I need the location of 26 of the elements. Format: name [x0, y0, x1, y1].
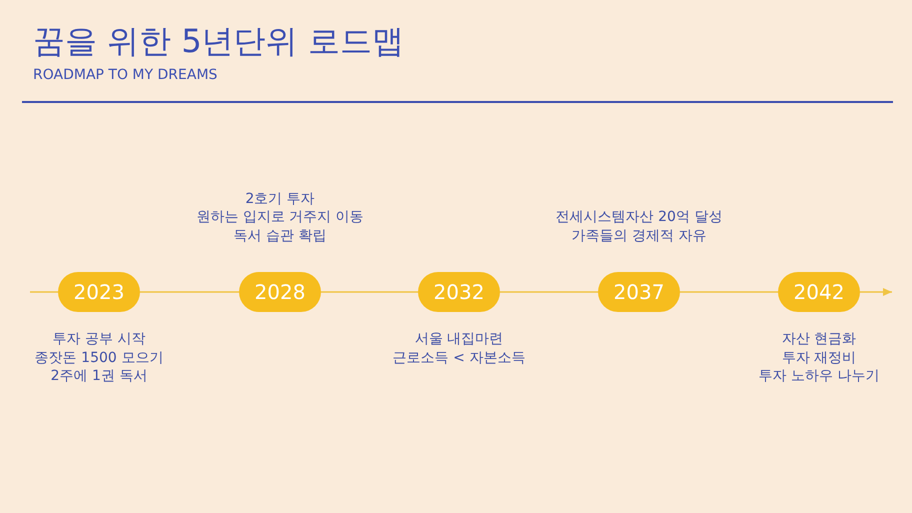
milestone-note: 종잣돈 1500 모으기 [34, 348, 164, 367]
milestone-note: 가족들의 경제적 자유 [572, 226, 706, 245]
milestone-note: 투자 노하우 나누기 [758, 367, 880, 386]
timeline-line [30, 291, 58, 293]
year-pill: 2042 [778, 272, 860, 312]
title: 꿈을 위한 5년단위 로드맵 [33, 22, 404, 60]
timeline-line [500, 291, 598, 293]
subtitle: ROADMAP TO MY DREAMS [33, 67, 218, 84]
timeline-arrow [860, 288, 892, 296]
milestone-note: 2호기 투자 [245, 190, 315, 208]
milestone-note: 2주에 1권 독서 [50, 367, 148, 386]
milestone-note: 근로소득 < 자본소득 [392, 348, 526, 367]
year-pill: 2037 [598, 272, 680, 312]
year-pill: 2032 [418, 272, 500, 312]
year-pill: 2023 [58, 272, 140, 312]
milestone-note: 투자 재정비 [782, 348, 856, 367]
timeline-line [321, 291, 418, 293]
milestone-note: 자산 현금화 [782, 330, 856, 348]
timeline-line [140, 291, 239, 293]
milestone-note: 전세시스템자산 20억 달성 [556, 208, 722, 226]
milestone-note: 원하는 입지로 거주지 이동 [196, 208, 364, 226]
milestone-note: 투자 공부 시작 [52, 330, 146, 348]
milestone-note: 서울 내집마련 [414, 330, 504, 348]
year-pill: 2028 [239, 272, 321, 312]
timeline-line [680, 291, 778, 293]
milestone-note: 독서 습관 확립 [234, 226, 326, 245]
